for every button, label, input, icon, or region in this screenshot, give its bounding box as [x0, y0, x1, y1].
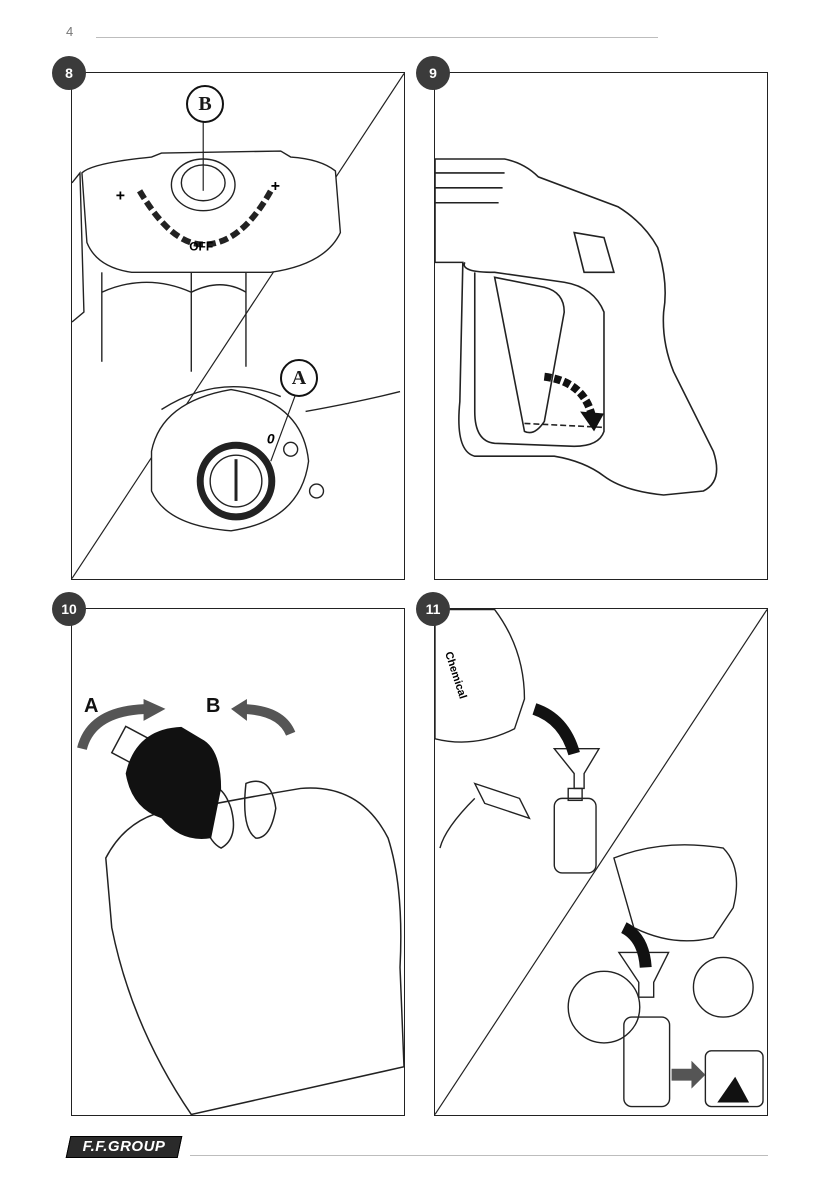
minus-plus-left: + [116, 188, 125, 205]
figure-11-illustration [435, 609, 767, 1115]
figure-10-number: 10 [52, 592, 86, 626]
callout-b: B [186, 85, 224, 123]
figure-10-panel: A B [71, 608, 405, 1116]
minus-plus-right: + [271, 178, 280, 195]
figure-10-illustration [72, 609, 404, 1115]
brand-logo: F.F.GROUP [68, 1136, 180, 1158]
page-number: 4 [66, 24, 73, 39]
dial-off-text: OFF [189, 239, 213, 253]
figure-11-panel: Chemical [434, 608, 768, 1116]
knob-zero-mark: 0 [267, 430, 275, 446]
figure-8-illustration: OFF + + 0 [72, 73, 404, 579]
brand-logo-text: F.F.GROUP [68, 1138, 180, 1155]
figure-9-number: 9 [416, 56, 450, 90]
callout-a: A [280, 359, 318, 397]
figure-9-illustration [435, 73, 767, 579]
chemical-bottle-label: Chemical [435, 609, 475, 729]
header-rule [96, 37, 658, 38]
figure-8-panel: OFF + + 0 B A [71, 72, 405, 580]
figure-11-number: 11 [416, 592, 450, 626]
svg-text:Chemical: Chemical [442, 650, 469, 700]
rotation-label-a: A [84, 695, 98, 718]
rotation-label-b: B [206, 695, 220, 718]
figure-9-panel [434, 72, 768, 580]
figure-8-number: 8 [52, 56, 86, 90]
footer-rule [190, 1155, 768, 1156]
